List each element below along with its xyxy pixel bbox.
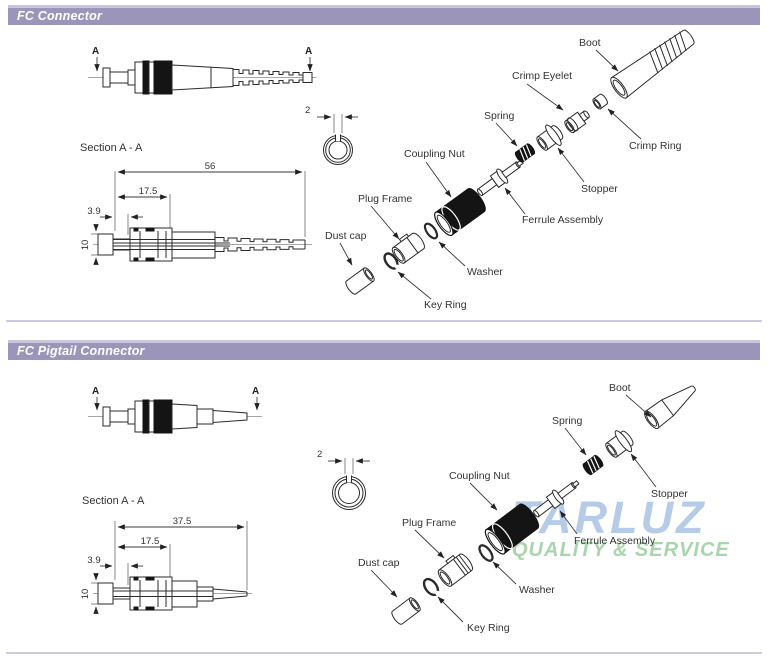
label-plug-frame: Plug Frame [402, 517, 456, 529]
part-stopper [605, 430, 634, 458]
dim-ring-wall: 2 [305, 105, 310, 116]
dim-mid: 17.5 [141, 536, 160, 547]
fc-ring-section: 2 [305, 105, 358, 165]
section-title: FC Pigtail Connector [17, 344, 145, 358]
label-key-ring: Key Ring [424, 299, 467, 311]
part-spring [582, 454, 604, 476]
pigtail-side-view: A A [88, 386, 262, 434]
part-washer [478, 544, 494, 562]
label-stopper: Stopper [581, 183, 618, 195]
bottom-divider [6, 652, 762, 654]
section-marker-a: A [92, 386, 99, 397]
part-key-ring [383, 252, 400, 270]
dim-mid: 17.5 [139, 186, 158, 197]
part-coupling-nut [484, 503, 540, 555]
part-key-ring [422, 577, 440, 597]
section-view-label: Section A - A [82, 495, 145, 507]
section-marker-a: A [252, 386, 259, 397]
pigtail-ring-section: 2 [317, 449, 370, 510]
part-crimp-eyelet [564, 110, 590, 134]
label-ferrule-assembly: Ferrule Assembly [522, 214, 604, 226]
label-boot: Boot [609, 382, 631, 394]
part-coupling-nut [434, 188, 486, 237]
dim-height: 10 [80, 589, 91, 600]
section-marker-a: A [305, 46, 312, 57]
section-title: FC Connector [17, 9, 103, 23]
dim-total: 37.5 [173, 516, 192, 527]
dim-ring-wall: 2 [317, 449, 322, 460]
label-crimp-eyelet: Crimp Eyelet [512, 70, 572, 82]
part-ferrule-assembly [533, 480, 580, 518]
watermark: TARLUZ QUALITY & SERVICE [512, 495, 730, 561]
dim-height: 10 [80, 240, 91, 251]
part-dust-cap [391, 597, 421, 625]
label-washer: Washer [519, 584, 555, 596]
fc-pigtail-diagram: A A Section A - A [80, 382, 696, 634]
part-plug-frame [391, 232, 425, 264]
label-key-ring: Key Ring [467, 622, 510, 634]
part-ferrule-assembly [476, 159, 524, 197]
label-ferrule-assembly: Ferrule Assembly [574, 535, 656, 547]
label-spring: Spring [552, 415, 583, 427]
label-washer: Washer [467, 266, 503, 278]
label-boot: Boot [579, 37, 601, 49]
label-coupling-nut: Coupling Nut [404, 148, 465, 160]
section-header-fc-pigtail: FC Pigtail Connector [8, 340, 760, 360]
fc-connector-diagram: A A Section A - A [80, 29, 695, 311]
part-boot [610, 29, 695, 99]
part-crimp-ring [592, 93, 608, 110]
section-marker-a: A [92, 46, 99, 57]
label-dust-cap: Dust cap [358, 557, 400, 569]
label-stopper: Stopper [651, 488, 688, 500]
dim-front: 3.9 [87, 206, 100, 217]
part-plug-frame [437, 553, 474, 587]
label-spring: Spring [484, 110, 515, 122]
part-stopper [536, 124, 564, 151]
fc-exploded-view: Boot Crimp Eyelet Spring Crimp Ring Coup… [325, 29, 695, 311]
label-dust-cap: Dust cap [325, 230, 367, 242]
section-divider [6, 320, 762, 322]
pigtail-section-drawing: 37.5 17.5 3.9 10 [80, 516, 252, 614]
section-header-fc: FC Connector [8, 5, 760, 25]
part-dust-cap [345, 267, 375, 295]
label-coupling-nut: Coupling Nut [449, 470, 510, 482]
fc-side-view: A A [88, 46, 316, 95]
label-crimp-ring: Crimp Ring [629, 140, 682, 152]
label-plug-frame: Plug Frame [358, 193, 412, 205]
part-boot [644, 385, 696, 430]
section-view-label: Section A - A [80, 142, 143, 154]
part-washer [423, 222, 439, 240]
part-spring [514, 143, 536, 163]
fc-section-drawing: 56 17.5 3.9 10 [80, 161, 312, 265]
dim-total: 56 [205, 161, 216, 172]
watermark-slogan: QUALITY & SERVICE [512, 539, 730, 561]
dim-front: 3.9 [87, 555, 100, 566]
pigtail-exploded-view: Boot Spring Stopper Coupling Nut Ferrule… [358, 382, 696, 634]
